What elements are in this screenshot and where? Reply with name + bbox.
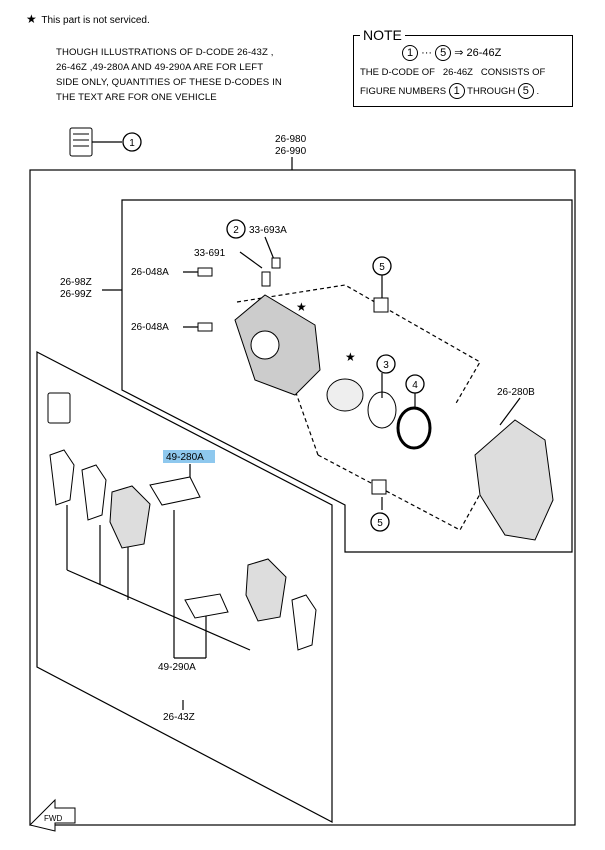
note-code: 26-46Z <box>442 67 473 78</box>
illustration-note-line: THOUGH ILLUSTRATIONS OF D-CODE 26-43Z , <box>56 47 274 58</box>
part-number-label: 26-990 <box>275 146 307 157</box>
part-number-label: 26-280B <box>497 387 535 398</box>
illustration-note-line: SIDE ONLY, QUANTITIES OF THESE D-CODES I… <box>56 77 282 88</box>
bleeder-screw-part <box>261 271 271 287</box>
mounting-support <box>474 419 554 541</box>
shim-plate <box>149 476 201 506</box>
callout-circle <box>376 354 396 374</box>
dust-boot <box>396 406 432 450</box>
note-range-line: 1 ··· 5 ⇒ 26-46Z <box>402 45 501 61</box>
note-text: THROUGH <box>467 86 516 97</box>
note-code: 26-46Z <box>466 47 502 59</box>
part-number-label: 49-290A <box>158 662 196 673</box>
note-line-2: THE D-CODE OF 26-46Z CONSISTS OF <box>360 67 545 79</box>
callout-circle <box>372 256 392 276</box>
not-serviced-note: ★ This part is not serviced. <box>26 12 150 26</box>
illustration-note-line: 26-46Z ,49-280A AND 49-290A ARE FOR LEFT <box>56 62 264 73</box>
outer-frame <box>29 169 576 826</box>
note-text: FIGURE NUMBERS <box>360 86 447 97</box>
callout-number: 3 <box>383 360 389 371</box>
part-number-label: 26-98Z <box>60 277 92 288</box>
brake-pad-outer <box>245 558 287 622</box>
callout-number: 5 <box>377 518 383 529</box>
star-icon: ★ <box>345 350 356 364</box>
part-number-label: 26-048A <box>131 322 169 333</box>
guide-pin-boot <box>373 297 389 313</box>
callout-number: 4 <box>412 380 418 391</box>
callout-number: 2 <box>233 225 239 236</box>
note-text: . <box>536 86 540 97</box>
note-text: CONSISTS OF <box>480 67 546 78</box>
clip-plate <box>184 593 229 619</box>
part-number-label: 33-691 <box>194 248 226 259</box>
note-box <box>353 35 573 107</box>
callout-circle: 5 <box>517 83 534 99</box>
callout-circle <box>226 219 246 239</box>
dashed-outline <box>236 284 511 531</box>
anti-squeal-shim <box>81 464 107 521</box>
callout-circle <box>405 374 425 394</box>
callout-number: 1 <box>129 138 135 149</box>
guide-pin-boot <box>371 479 387 495</box>
note-range-dots: ··· <box>421 47 433 59</box>
anti-squeal-shim <box>291 594 317 651</box>
caliper-subframe <box>121 199 573 553</box>
part-number-label: 26-43Z <box>163 712 195 723</box>
anti-squeal-shim <box>49 449 75 506</box>
arrow-icon: ⇒ <box>454 47 464 59</box>
part-number-label: 26-99Z <box>60 289 92 300</box>
note-title: NOTE <box>360 27 405 43</box>
callout-circle: 1 <box>402 45 418 61</box>
highlight-box <box>163 450 215 463</box>
brake-pad-inner <box>109 485 151 549</box>
front-arrow-icon <box>29 798 76 832</box>
front-arrow-label: FWD <box>44 814 62 823</box>
note-line-3: FIGURE NUMBERS 1 THROUGH 5 . <box>360 83 539 100</box>
pad-shim-part <box>47 392 71 424</box>
part-number-label: 26-980 <box>275 134 307 145</box>
part-number-label: 33-693A <box>249 225 287 236</box>
piston-part <box>326 378 364 412</box>
star-icon: ★ <box>26 12 37 26</box>
pad-set-frame <box>36 351 333 823</box>
illustration-note-line: THE TEXT ARE FOR ONE VEHICLE <box>56 92 217 103</box>
part-number-label: 26-048A <box>131 267 169 278</box>
callout-circle: 1 <box>448 83 465 99</box>
illustration-note: THOUGH ILLUSTRATIONS OF D-CODE 26-43Z , … <box>56 45 326 105</box>
part-number-label-highlighted: 49-280A <box>166 452 204 463</box>
star-icon: ★ <box>296 300 307 314</box>
piston-seal <box>367 391 397 429</box>
callout-circle <box>122 132 142 152</box>
note-text: THE D-CODE OF <box>360 67 435 78</box>
callout-circle: 5 <box>435 45 452 61</box>
callout-circle <box>370 512 390 532</box>
not-serviced-text: This part is not serviced. <box>41 15 150 26</box>
bleeder-cap-part <box>271 257 281 269</box>
bolt-part <box>197 322 213 332</box>
pad-shim-part <box>69 127 93 157</box>
bolt-part <box>197 267 213 277</box>
callout-number: 5 <box>379 262 385 273</box>
